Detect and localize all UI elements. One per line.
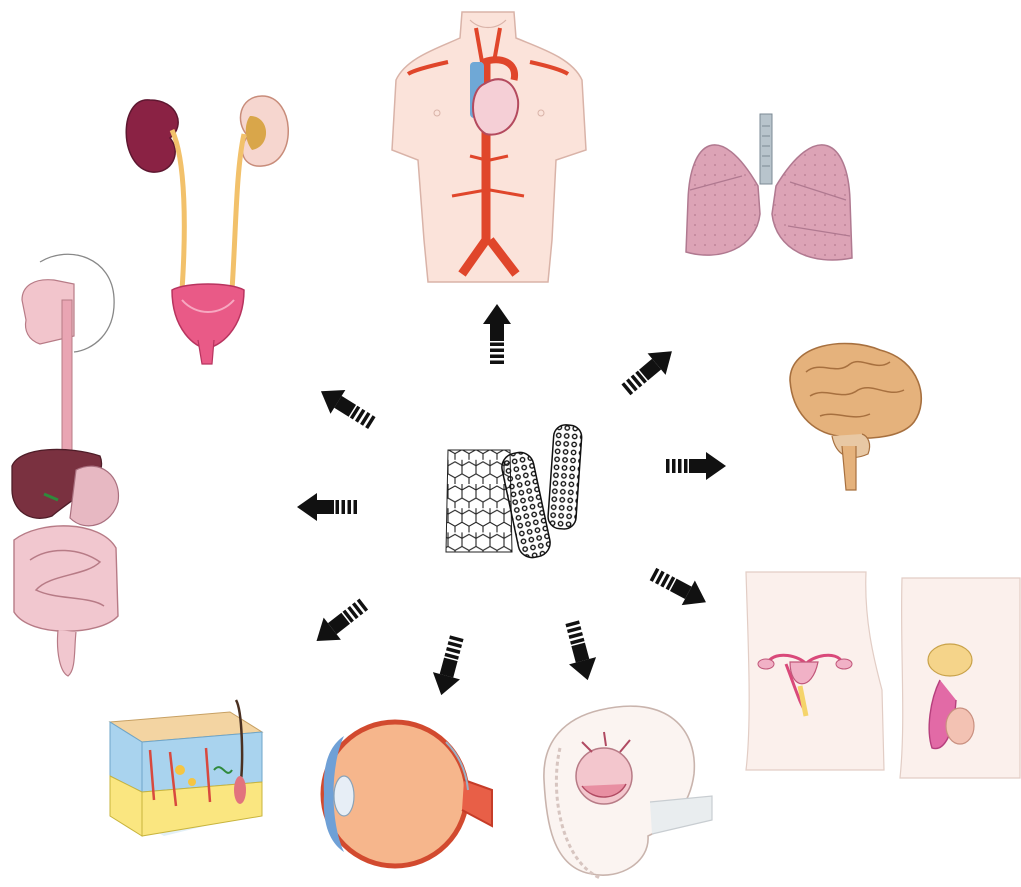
embryo-icon <box>544 706 712 878</box>
arrow-to-urinary-system <box>314 379 380 435</box>
lungs-icon <box>686 114 852 260</box>
arrow-to-cardiovascular-system <box>483 304 511 364</box>
kidneys-bladder-icon <box>126 96 288 364</box>
torso-heart-arteries-icon <box>392 12 586 282</box>
skin-cross-section-icon <box>110 700 262 836</box>
arrow-to-respiratory-system <box>617 341 681 401</box>
reproductive-organs-icon <box>746 572 1020 778</box>
arrow-to-nervous-system <box>666 452 726 480</box>
digestive-tract-icon <box>12 254 118 676</box>
arrow-to-skin <box>308 593 373 652</box>
eyeball-icon <box>323 722 492 866</box>
arrow-to-embryo <box>559 619 602 684</box>
arrow-to-digestive-system <box>297 493 357 521</box>
arrow-to-reproductive-system <box>646 562 712 615</box>
graphene-and-nanotube-icon <box>446 424 582 560</box>
arrow-to-eye <box>428 634 471 699</box>
brain-icon <box>790 343 921 490</box>
